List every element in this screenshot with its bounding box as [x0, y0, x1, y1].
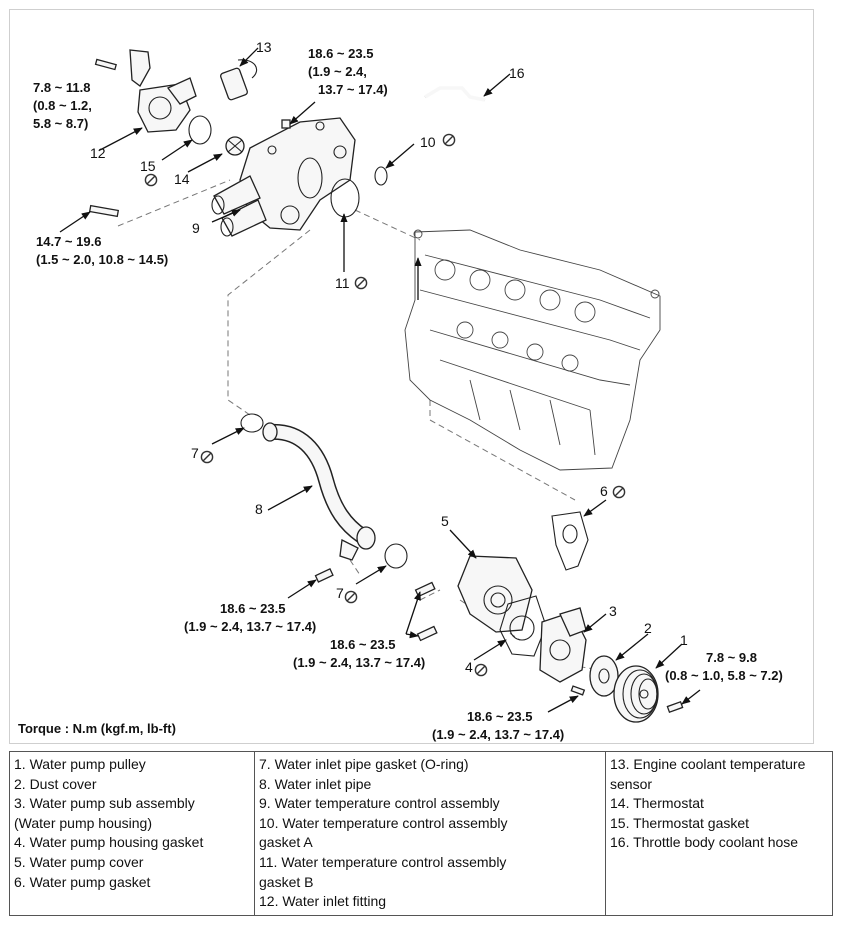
callout-5: 5 — [441, 513, 449, 529]
legend-item: 13. Engine coolant temperature — [610, 756, 806, 772]
torque-pump-line2: (1.9 ~ 2.4, 13.7 ~ 17.4) — [293, 655, 425, 670]
legend-item: 7. Water inlet pipe gasket (O-ring) — [259, 756, 469, 772]
legend-item: gasket A — [259, 834, 313, 851]
callout-4: 4 — [465, 659, 473, 675]
legend-item: 2. Dust cover — [14, 775, 97, 792]
legend-item: 4. Water pump housing gasket — [14, 834, 204, 851]
diagram-frame — [9, 9, 814, 744]
legend-row: 1. Water pump pulley 2. Dust cover 3. Wa… — [9, 751, 833, 916]
legend-item: gasket B — [259, 873, 314, 890]
callout-10: 10 — [420, 134, 436, 150]
housing-top-bolt-leader — [289, 101, 316, 125]
no-reuse-icon — [144, 173, 158, 187]
legend-item: 14. Thermostat — [610, 795, 704, 812]
callout-15: 15 — [140, 158, 156, 174]
thermostat — [187, 136, 245, 173]
torque-pump-line1: 18.6 ~ 23.5 — [330, 637, 395, 652]
torque-fitting-line2: (0.8 ~ 1.2, — [33, 98, 92, 113]
torque-sub-line1: 18.6 ~ 23.5 — [467, 709, 532, 724]
callout-7-upper: 7 — [191, 445, 199, 461]
legend-item: 9. Water temperature control assembly — [259, 795, 500, 812]
engine-block — [404, 229, 661, 471]
coolant-temperature-sensor — [220, 47, 259, 101]
gasket-a — [374, 143, 415, 186]
gasket-b — [330, 178, 360, 272]
assembly-guide-lines — [117, 179, 641, 691]
water-pump-cover — [449, 529, 533, 633]
callout-12: 12 — [90, 145, 106, 161]
torque-fitting-line1: 7.8 ~ 11.8 — [33, 80, 90, 95]
legend-item: sensor — [610, 775, 653, 792]
no-reuse-icon — [200, 450, 214, 464]
legend-item: 10. Water temperature control assembly — [259, 814, 508, 831]
torque-housing-line3: 13.7 ~ 17.4) — [318, 82, 388, 97]
torque-fitting-line3: 5.8 ~ 8.7) — [33, 116, 88, 131]
callout-16: 16 — [509, 65, 525, 81]
legend-column-3: 13. Engine coolant temperature sensor 14… — [605, 751, 833, 916]
exploded-diagram: 13 16 12 15 14 10 9 11 7 8 6 5 7 3 2 1 4… — [18, 39, 783, 742]
callout-11: 11 — [335, 275, 350, 291]
callout-13: 13 — [256, 39, 272, 55]
legend-item: 11. Water temperature control assembly — [259, 853, 507, 870]
callout-2: 2 — [644, 620, 652, 636]
legend-item: 3. Water pump sub assembly — [14, 795, 195, 812]
callout-1: 1 — [680, 632, 688, 648]
water-inlet-fitting — [94, 49, 197, 151]
legend-item: 16. Throttle body coolant hose — [610, 834, 799, 851]
water-pump-pulley — [613, 643, 683, 723]
torque-sub-line2: (1.9 ~ 2.4, 13.7 ~ 17.4) — [432, 727, 564, 742]
callout-8: 8 — [255, 501, 263, 517]
inlet-pipe-o-ring-lower — [355, 543, 408, 585]
callout-9: 9 — [192, 220, 200, 236]
torque-pulley-line2: (0.8 ~ 1.0, 5.8 ~ 7.2) — [665, 668, 783, 683]
water-pump-gasket — [551, 499, 607, 571]
torque-housing-line1: 18.6 ~ 23.5 — [308, 46, 373, 61]
no-reuse-icon — [474, 663, 488, 677]
no-reuse-icon — [344, 590, 358, 604]
callout-numbers: 13 16 12 15 14 10 9 11 7 8 6 5 7 3 2 1 4 — [90, 39, 688, 675]
water-inlet-pipe — [262, 422, 376, 561]
legend-column-1: 1. Water pump pulley 2. Dust cover 3. Wa… — [9, 751, 255, 916]
legend-item: 15. Thermostat gasket — [610, 814, 750, 831]
dust-cover — [589, 633, 649, 697]
legend-item: 12. Water inlet fitting — [259, 893, 387, 910]
water-temperature-control-assembly — [211, 117, 356, 237]
callout-6: 6 — [600, 483, 608, 499]
water-pump-housing-gasket — [473, 595, 547, 661]
inlet-pipe-o-ring-upper — [211, 413, 264, 445]
callout-14: 14 — [174, 171, 190, 187]
torque-pipe-line2: (1.9 ~ 2.4, 13.7 ~ 17.4) — [184, 619, 316, 634]
legend-item: 6. Water pump gasket — [14, 873, 151, 890]
legend-item: 5. Water pump cover — [14, 853, 144, 870]
thermostat-gasket — [161, 115, 212, 161]
torque-pulley-line1: 7.8 ~ 9.8 — [706, 650, 757, 665]
no-reuse-icon — [442, 133, 456, 147]
throttle-body-coolant-hose — [424, 73, 511, 102]
pulley-bolt — [666, 689, 701, 714]
water-pump-sub-assembly — [539, 607, 607, 683]
inlet-pipe-bolt — [287, 568, 334, 599]
parts-legend-table: 1. Water pump pulley 2. Dust cover 3. Wa… — [9, 751, 833, 916]
torque-pipe-line1: 18.6 ~ 23.5 — [220, 601, 285, 616]
torque-housing-line2: (1.9 ~ 2.4, — [308, 64, 367, 79]
legend-column-2: 7. Water inlet pipe gasket (O-ring) 8. W… — [254, 751, 606, 916]
no-reuse-icon — [354, 276, 368, 290]
torque-bolt-left-line1: 14.7 ~ 19.6 — [36, 234, 101, 249]
legend-item: 8. Water inlet pipe — [259, 775, 372, 792]
callout-7-lower: 7 — [336, 585, 344, 601]
torque-bolt-left-line2: (1.5 ~ 2.0, 10.8 ~ 14.5) — [36, 252, 168, 267]
housing-bolt-left — [59, 204, 120, 233]
sub-assembly-bolt — [547, 685, 586, 713]
no-reuse-icon — [612, 485, 626, 499]
legend-item: (Water pump housing) — [14, 814, 152, 831]
pump-cover-bolts — [405, 581, 438, 642]
legend-item: 1. Water pump pulley — [14, 756, 146, 772]
no-reuse-icon-group — [144, 133, 626, 677]
torque-unit-note: Torque : N.m (kgf.m, lb-ft) — [18, 721, 176, 736]
callout-3: 3 — [609, 603, 617, 619]
torque-labels: 7.8 ~ 11.8 (0.8 ~ 1.2, 5.8 ~ 8.7) 18.6 ~… — [33, 46, 783, 742]
